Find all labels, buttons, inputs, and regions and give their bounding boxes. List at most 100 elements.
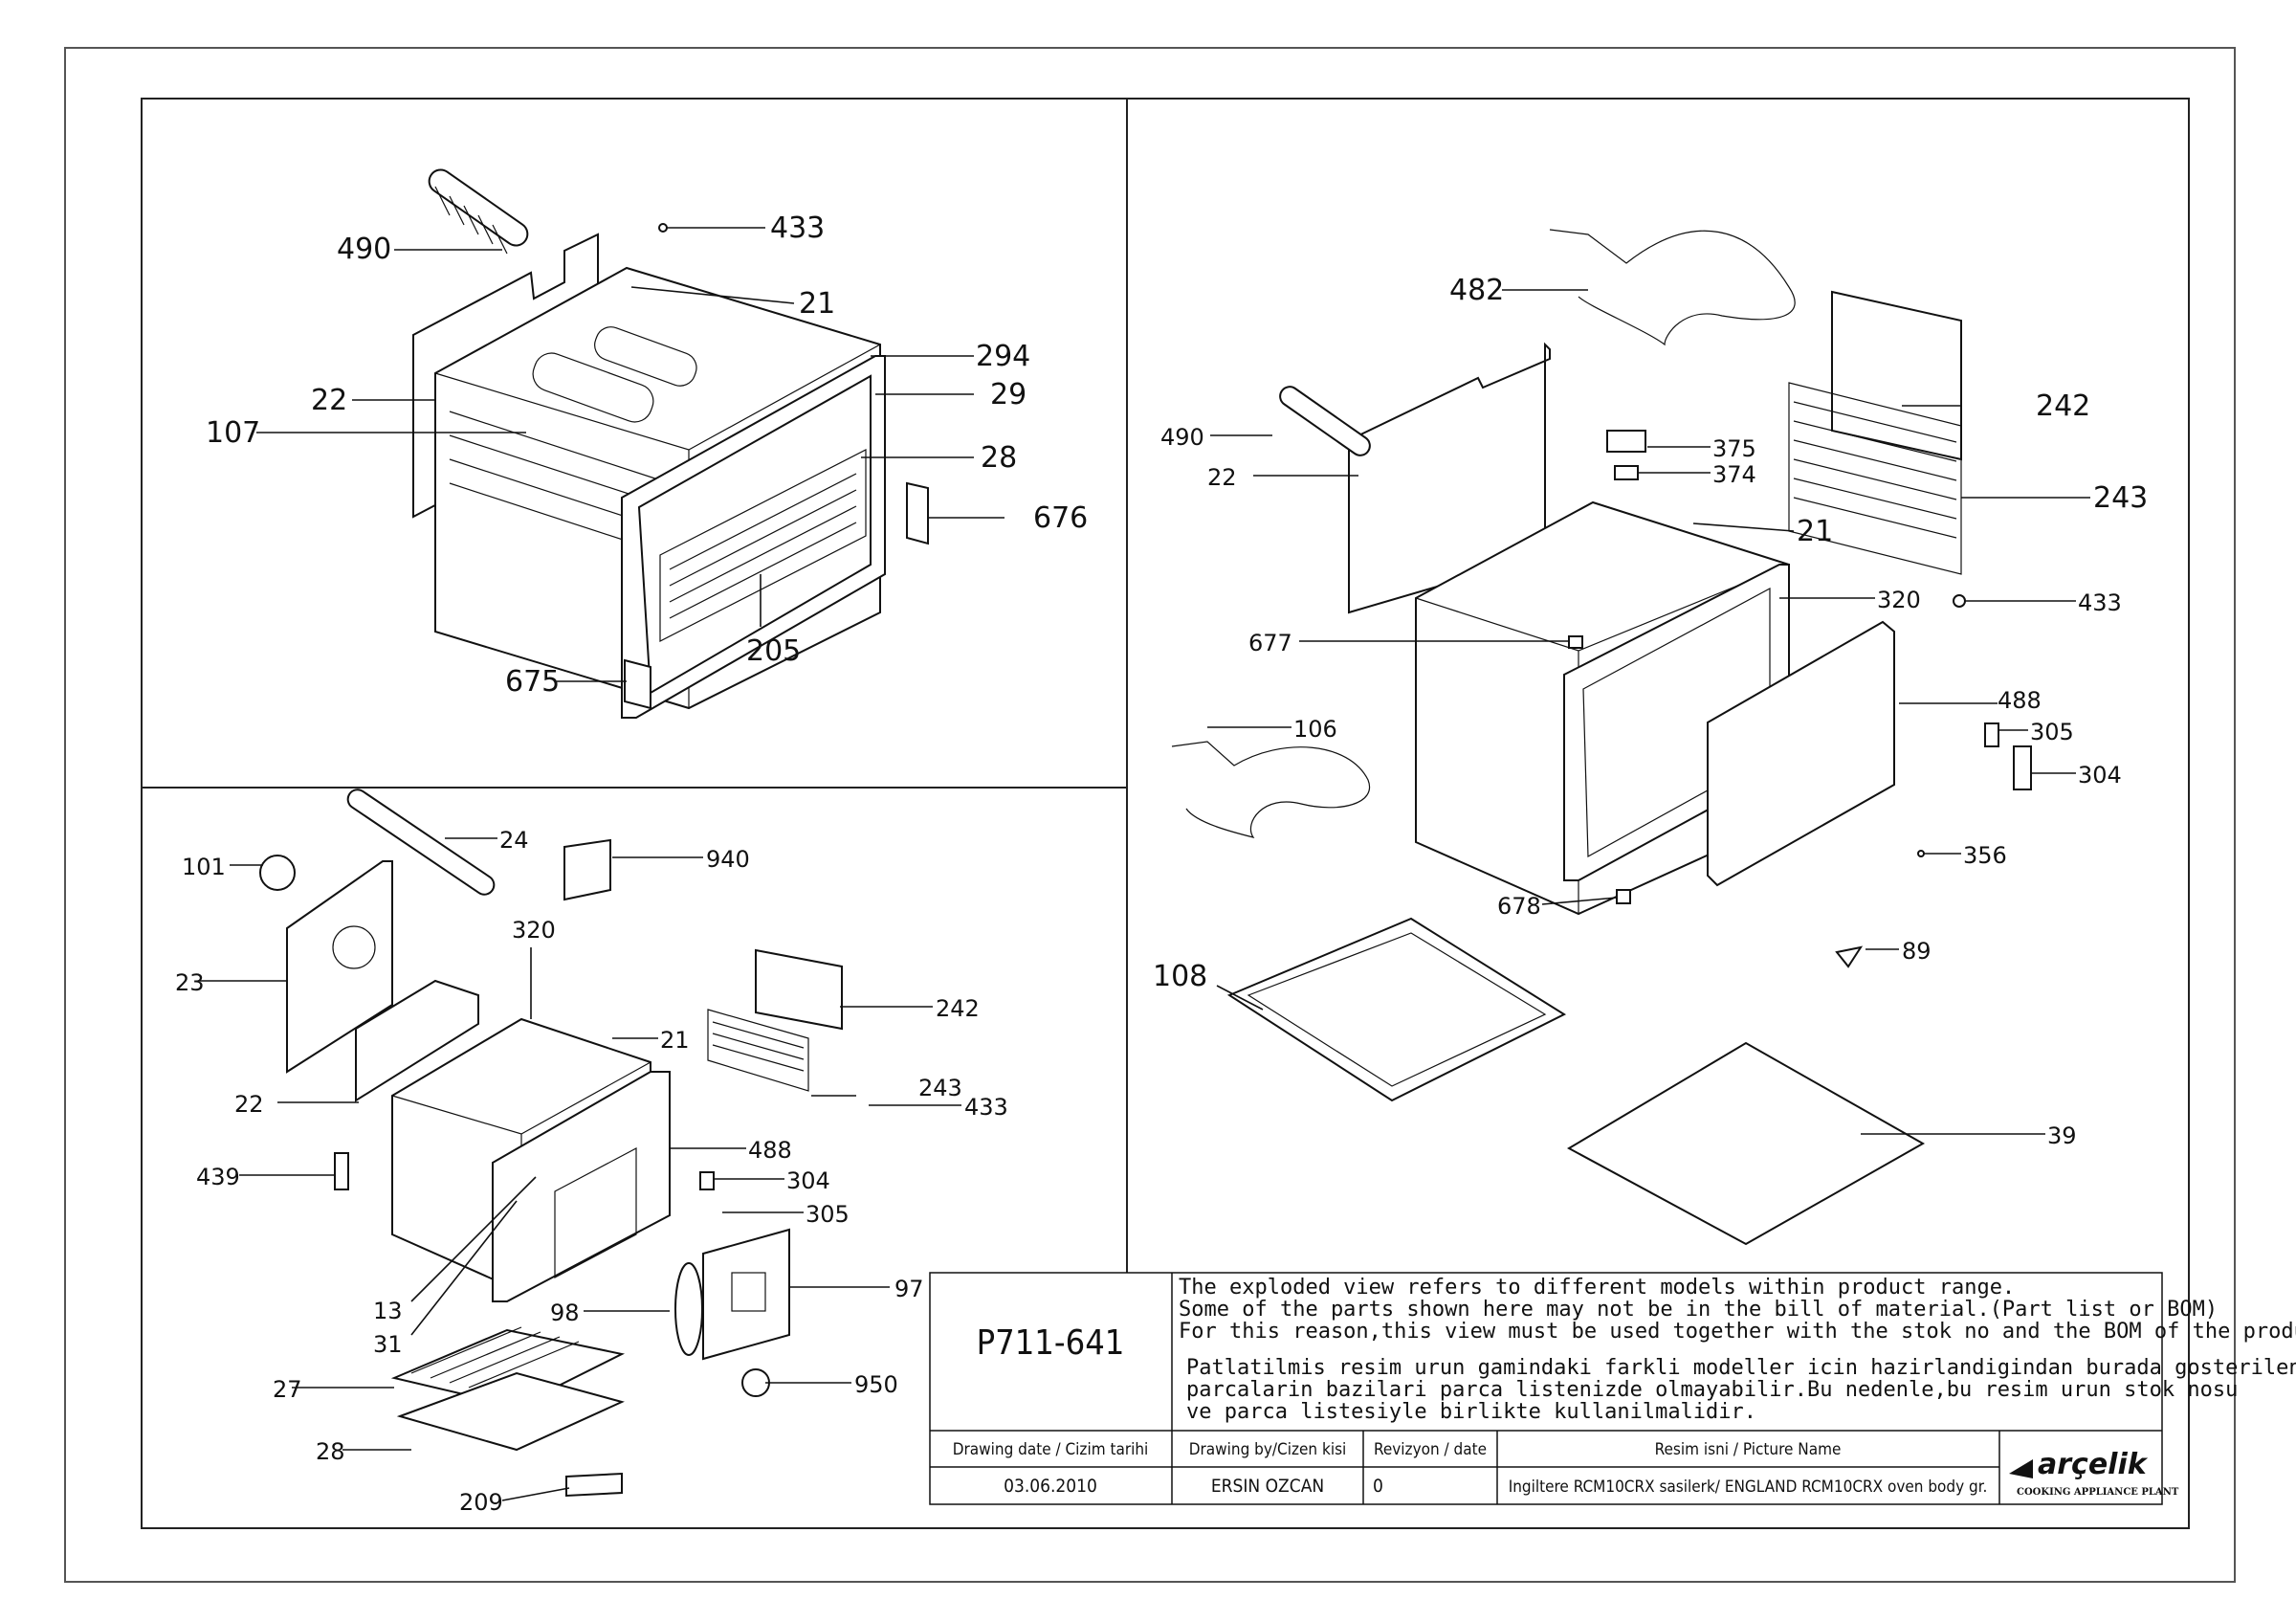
part-101-fan-motor (259, 855, 296, 891)
part-23-back-plate (286, 860, 393, 1074)
label-439: 439 (196, 1164, 240, 1190)
label-242: 242 (2036, 389, 2090, 423)
arcelik-logo: arçelik COOKING APPLIANCE PLANT (2009, 1448, 2179, 1498)
drawing-frame (141, 98, 2190, 1529)
label-242: 242 (936, 995, 980, 1022)
part-940-cover (563, 838, 611, 901)
part-89-foot (1835, 945, 1864, 968)
part-304-latch (2013, 745, 2032, 790)
part-242-plate (755, 948, 843, 1031)
label-39: 39 (2047, 1122, 2077, 1149)
note-en-1: The exploded view refers to different mo… (1179, 1276, 2015, 1300)
label-305: 305 (806, 1201, 850, 1228)
note-tr-1: Patlatilmis resim urun gamindaki farkli … (1186, 1356, 2296, 1380)
label-98: 98 (550, 1300, 580, 1326)
panel-right: 482 242 490 375 374 22 243 21 320 433 67… (1153, 229, 2148, 1246)
part-39-base-sheet (1566, 1041, 1926, 1246)
label-433: 433 (964, 1094, 1008, 1121)
label-304: 304 (786, 1167, 830, 1194)
part-243-cover (707, 1009, 809, 1092)
label-356: 356 (1963, 842, 2007, 869)
label-24: 24 (499, 827, 529, 854)
part-490-heating-element (428, 168, 529, 255)
label-28: 28 (316, 1438, 345, 1465)
part-24-heating-element (346, 789, 496, 896)
label-22: 22 (234, 1091, 264, 1118)
value-drawn-by: ERSIN OZCAN (1211, 1476, 1324, 1497)
part-488-door-seal (492, 1071, 671, 1302)
logo-mark-icon (2009, 1459, 2033, 1478)
part-950-fan-blade (741, 1368, 770, 1397)
part-675-bracket (624, 658, 651, 710)
label-89: 89 (1902, 938, 1932, 965)
label-374: 374 (1712, 461, 1756, 488)
header-revision: Revizyon / date (1374, 1440, 1487, 1459)
part-305-hinge (1984, 722, 1999, 747)
drawing-code: P711-641 (977, 1323, 1125, 1363)
label-676: 676 (1033, 501, 1088, 535)
part-678-bracket (1616, 889, 1631, 904)
note-tr-2: parcalarin bazilari parca listenizde olm… (1186, 1378, 2238, 1402)
label-22: 22 (311, 384, 347, 417)
value-drawing-date: 03.06.2010 (1004, 1476, 1097, 1497)
label-320: 320 (512, 917, 556, 944)
part-108-floor-tray (1226, 917, 1567, 1102)
part-106-bottom-element (1171, 741, 1371, 838)
part-490-heating-element (1279, 386, 1371, 456)
label-21: 21 (799, 287, 835, 321)
part-375-thermostat (1606, 430, 1646, 453)
label-101: 101 (182, 854, 226, 880)
label-31: 31 (373, 1331, 403, 1358)
part-209-rail (565, 1472, 623, 1498)
logo-brand: arçelik (2038, 1448, 2149, 1481)
value-picture-name: Ingiltere RCM10CRX sasilerk/ ENGLAND RCM… (1509, 1478, 1988, 1497)
label-375: 375 (1712, 435, 1756, 462)
part-243-cover (1788, 382, 1962, 575)
part-22-insulation (355, 979, 479, 1102)
part-22-insulation (1348, 342, 1551, 614)
label-243: 243 (918, 1075, 962, 1101)
outer-border (64, 47, 2236, 1583)
label-305: 305 (2030, 719, 2074, 745)
label-209: 209 (459, 1489, 503, 1516)
part-677-bracket (1568, 635, 1583, 649)
label-22: 22 (1207, 464, 1237, 491)
label-28: 28 (981, 441, 1017, 475)
label-23: 23 (175, 969, 205, 996)
label-13: 13 (373, 1298, 403, 1324)
label-940: 940 (706, 846, 750, 873)
title-block: P711-641 The exploded view refers to dif… (929, 1272, 2296, 1505)
part-439-clip (334, 1152, 349, 1190)
panel-top-left: 490 433 21 22 294 29 107 28 676 205 675 (206, 168, 1088, 719)
label-107: 107 (206, 416, 260, 450)
label-482: 482 (1449, 274, 1504, 307)
part-98-fan-motor (674, 1262, 703, 1356)
label-950: 950 (854, 1371, 898, 1398)
label-304: 304 (2078, 762, 2122, 789)
label-433: 433 (2078, 589, 2122, 616)
header-drawn-by: Drawing by/Cizen kisi (1189, 1440, 1347, 1459)
part-242-plate (1831, 290, 1962, 461)
panel-bottom-left: 24 101 940 320 23 21 242 22 243 433 488 … (175, 789, 1008, 1516)
label-97: 97 (894, 1276, 924, 1302)
part-97-fan-cover (702, 1228, 790, 1361)
label-678: 678 (1497, 893, 1541, 920)
logo-subtitle: COOKING APPLIANCE PLANT (2017, 1487, 2179, 1498)
header-picture-name: Resim isni / Picture Name (1655, 1440, 1842, 1459)
label-21: 21 (660, 1027, 690, 1054)
label-488: 488 (748, 1137, 792, 1164)
label-27: 27 (273, 1376, 302, 1403)
note-en-3: For this reason,this view must be used t… (1179, 1320, 2296, 1344)
label-675: 675 (505, 665, 560, 699)
part-374-connector (1614, 465, 1639, 480)
part-676-bracket (906, 481, 929, 545)
part-488-door-seal (1707, 620, 1895, 887)
label-243: 243 (2093, 481, 2148, 515)
label-488: 488 (1998, 687, 2042, 714)
note-en-2: Some of the parts shown here may not be … (1179, 1298, 2218, 1322)
part-28-tray (396, 1371, 625, 1452)
label-108: 108 (1153, 960, 1207, 993)
label-21: 21 (1797, 515, 1833, 548)
part-304-latch (699, 1171, 715, 1190)
